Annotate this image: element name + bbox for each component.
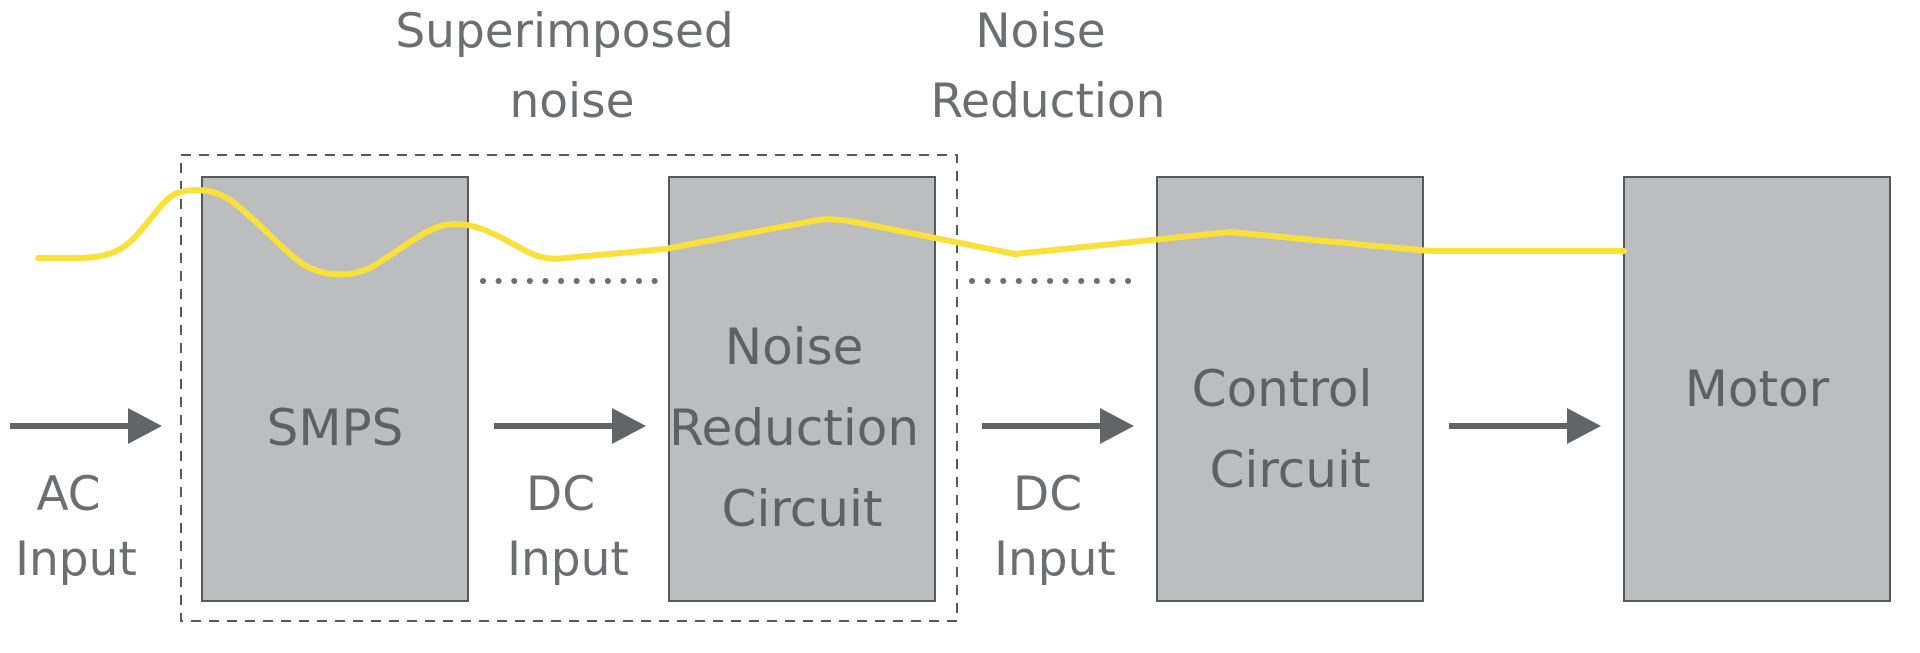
noise-zone-border [180, 154, 958, 622]
noise-reduction-line-1: Noise [975, 4, 1105, 59]
superimposed-noise-label: Superimposed noise [395, 4, 748, 129]
dc-input-2-line-1: DC [1013, 467, 1082, 522]
arrow-control-to-motor [1449, 408, 1601, 444]
noise-signal-line [35, 187, 1627, 278]
ac-input-label: AC Input [15, 467, 137, 587]
ac-input-line-1: AC [36, 467, 100, 522]
noise-reduction-circuit-block [668, 176, 936, 602]
smps-block [201, 176, 469, 602]
noise-reduction-circuit-label: Noise Reduction Circuit [669, 318, 935, 538]
motor-label: Motor [1685, 360, 1830, 418]
dc-input-1-line-2: Input [507, 532, 629, 587]
cc-line-1: Control [1192, 360, 1373, 418]
arrow-smps-to-noise-reduction [494, 408, 646, 444]
nrc-line-1: Noise [725, 318, 864, 376]
control-circuit-label: Control Circuit [1192, 360, 1389, 499]
dc-input-label-1: DC Input [507, 467, 629, 587]
motor-line-1: Motor [1685, 360, 1830, 418]
dc-input-2-line-2: Input [994, 532, 1116, 587]
nrc-line-3: Circuit [722, 480, 883, 538]
smps-label: SMPS [267, 399, 404, 457]
motor-block [1623, 176, 1891, 602]
dc-input-label-2: DC Input [994, 467, 1116, 587]
ac-input-line-2: Input [15, 532, 137, 587]
dc-input-1-line-1: DC [526, 467, 595, 522]
cc-line-2: Circuit [1210, 441, 1371, 499]
smps-line-1: SMPS [267, 399, 404, 457]
noise-reduction-label: Noise Reduction [931, 4, 1166, 129]
nrc-line-2: Reduction [669, 399, 919, 457]
noise-reduction-line-2: Reduction [931, 74, 1166, 129]
superimposed-line-1: Superimposed [395, 4, 733, 59]
arrow-noise-reduction-to-control [982, 408, 1134, 444]
arrow-ac-to-smps [10, 408, 162, 444]
superimposed-line-2: noise [509, 74, 634, 129]
